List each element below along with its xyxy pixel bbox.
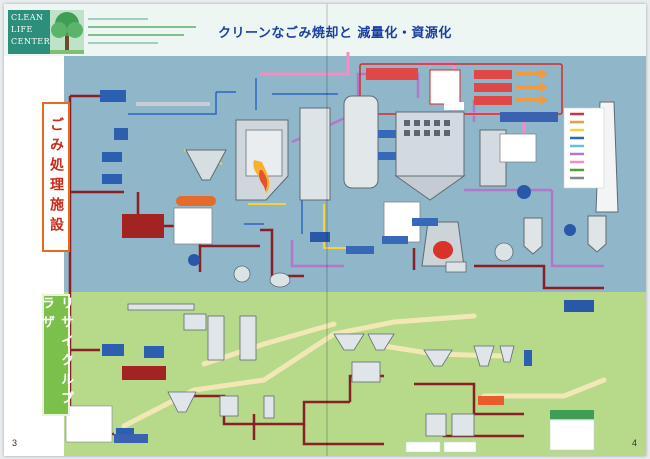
- page-number-right: 4: [632, 438, 638, 448]
- brochure-spread: CLEAN LIFE CENTER クリーンなごみ焼却と 減量化・資源化: [4, 4, 646, 456]
- page-title: クリーンなごみ焼却と 減量化・資源化: [218, 26, 452, 41]
- header-band: [4, 4, 646, 56]
- tree-illustration: [50, 10, 84, 54]
- logo-line-2: LIFE: [11, 25, 33, 34]
- clean-life-center-logo: CLEAN LIFE CENTER: [8, 10, 50, 54]
- page-fold: [326, 4, 328, 456]
- section-label-recycle-plaza: リサイクルプラザ: [39, 294, 73, 416]
- logo-line-3: CENTER: [11, 37, 51, 46]
- page-number-left: 3: [12, 438, 18, 448]
- process-flow-diagram: [65, 52, 619, 453]
- header-decoration-lines: [88, 16, 200, 46]
- logo-line-1: CLEAN: [11, 13, 44, 22]
- section-label-trash-plant: ごみ処理施設: [42, 102, 70, 252]
